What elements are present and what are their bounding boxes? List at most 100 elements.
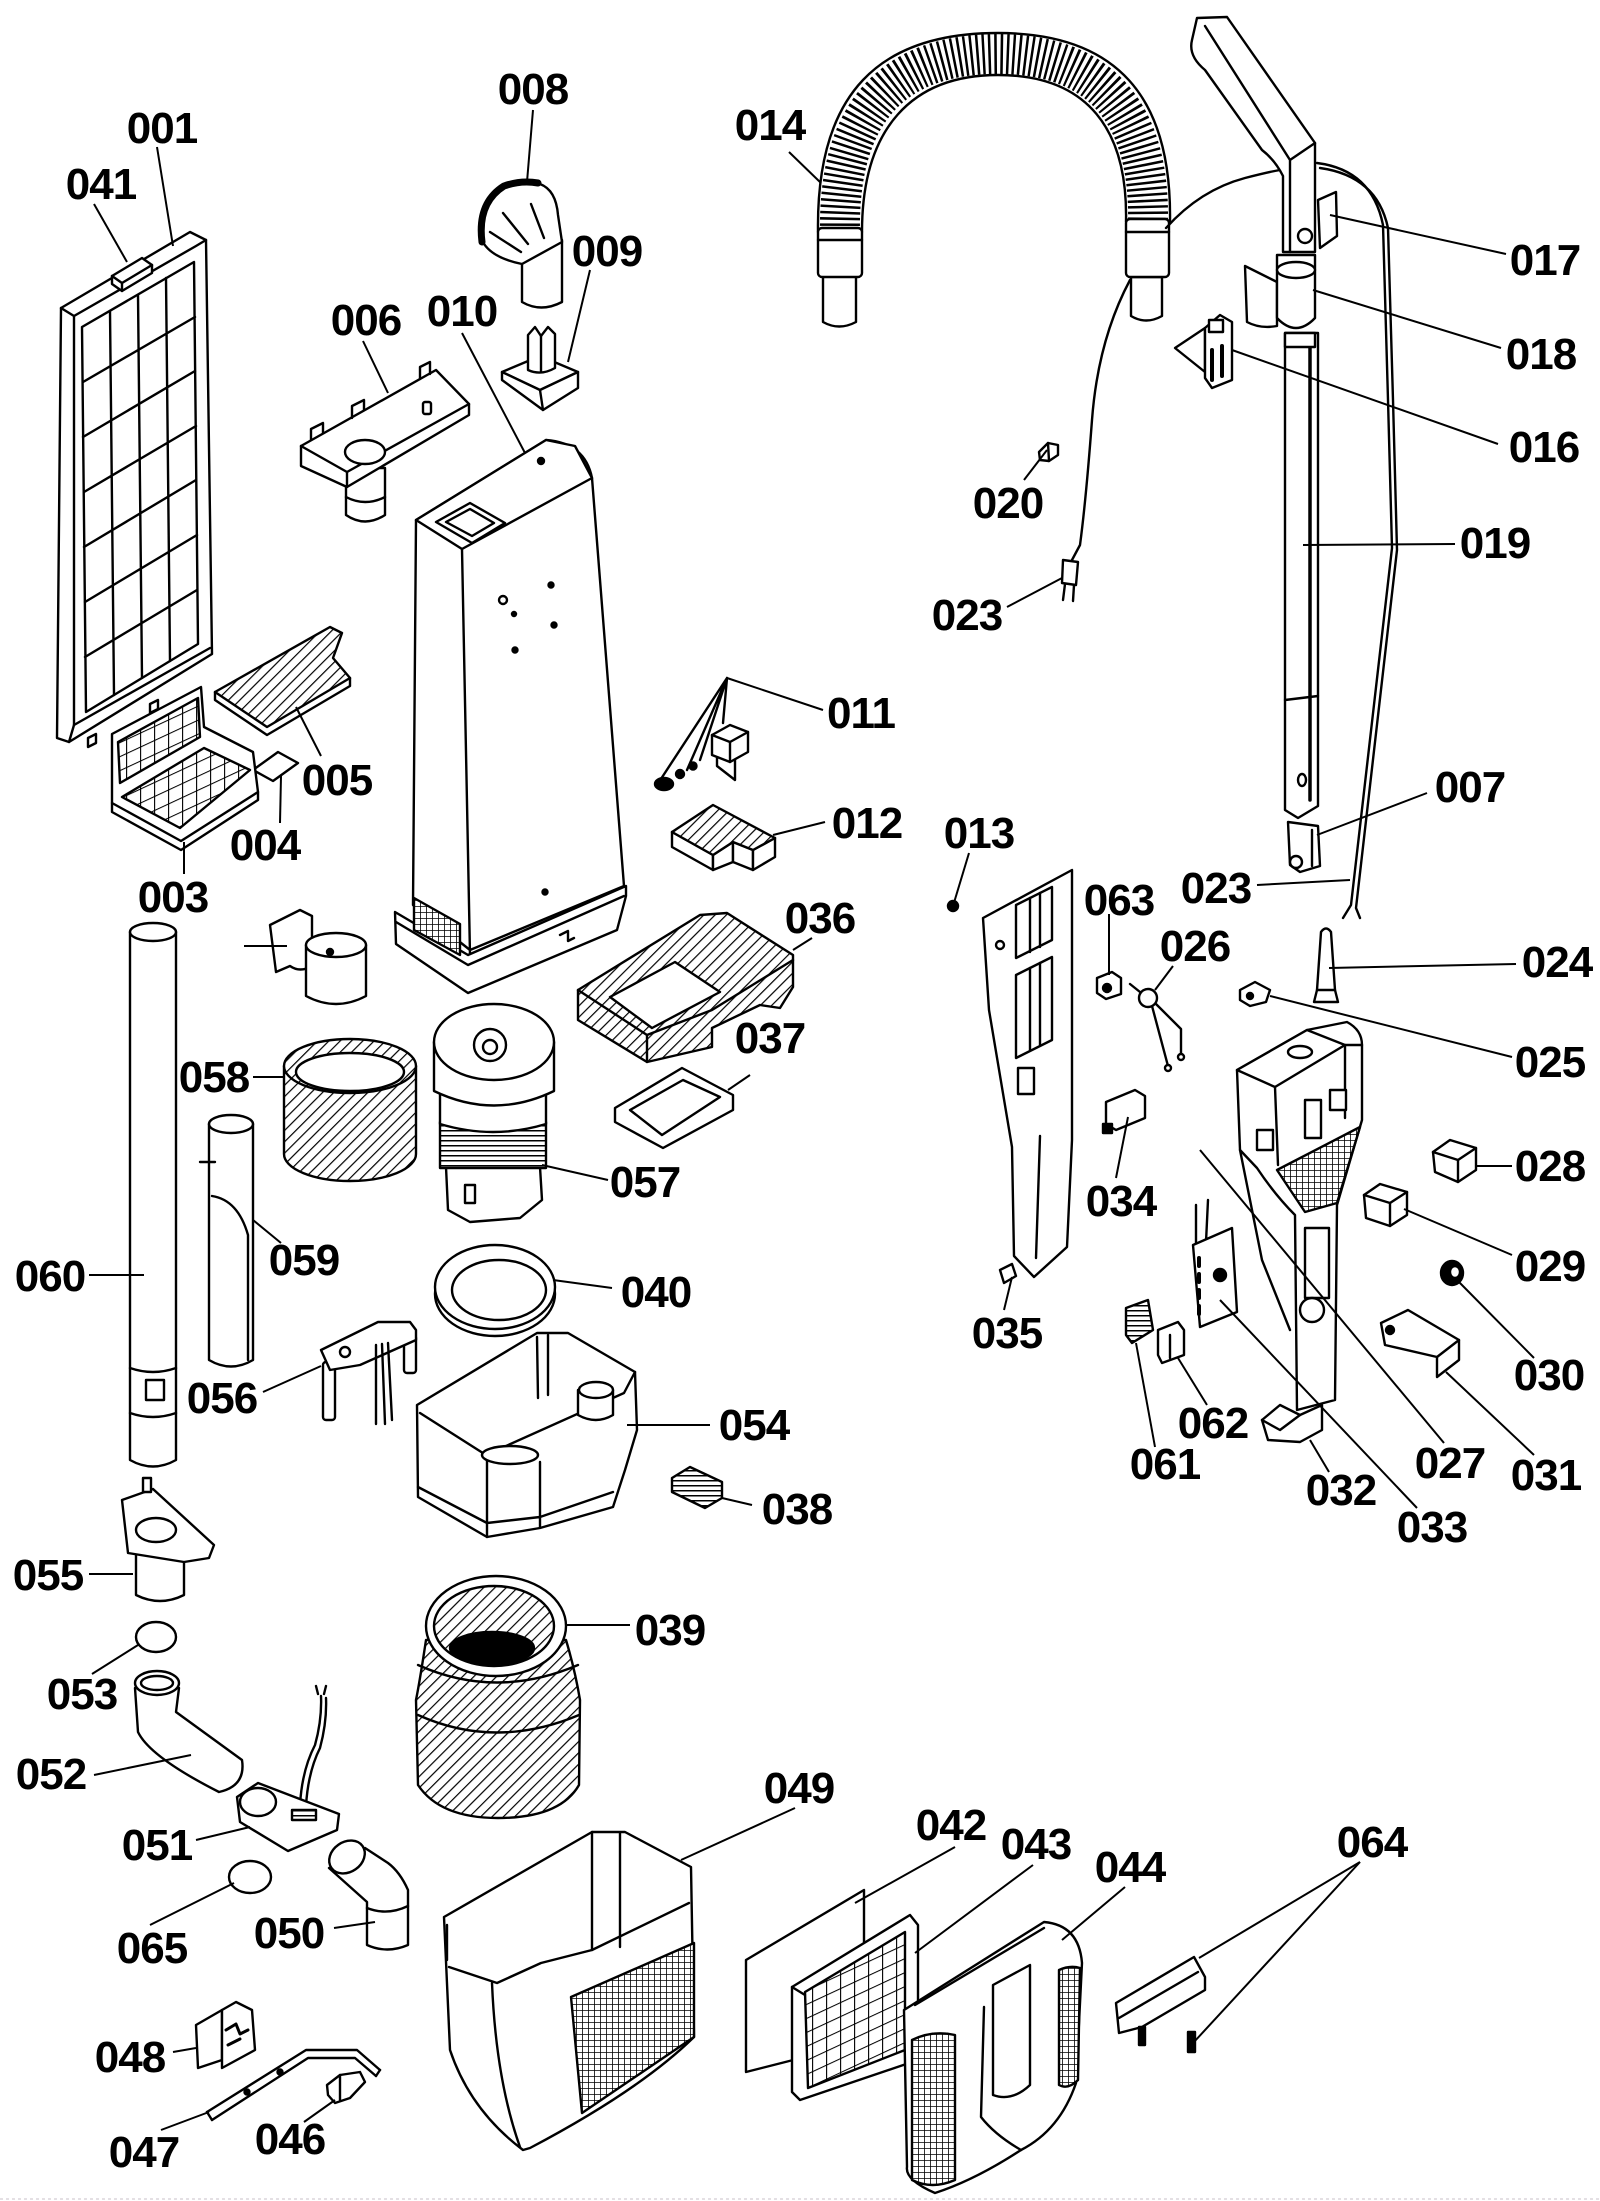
- part-023-power-cord: [1060, 168, 1282, 603]
- part-052-elbow-tube: [133, 1669, 244, 1794]
- part-009-accessory-holder: [500, 325, 580, 412]
- callout-label: 023: [932, 591, 1002, 640]
- callout-label: 025: [1515, 1038, 1586, 1087]
- leader-line-030: [1457, 1280, 1535, 1359]
- leader-line-049: [680, 1807, 796, 1861]
- leader-line-004: [279, 775, 282, 824]
- part-043-filter-grille: [790, 1913, 920, 2102]
- callout-label: 049: [764, 1764, 834, 1813]
- part-005-filter-pad: [213, 625, 352, 737]
- callout-label: 055: [13, 1551, 84, 1600]
- part-008-dusting-brush: [477, 178, 564, 309]
- part-048-latch-housing: [194, 2000, 257, 2070]
- callout-label: 054: [719, 1401, 791, 1450]
- leader-line-023-lower: [1256, 879, 1351, 886]
- leader-line-043: [914, 1864, 1034, 1954]
- leader-line-017: [1329, 214, 1507, 255]
- leader-line-031: [1445, 1371, 1535, 1456]
- part-034-switch-cover: [1101, 1088, 1147, 1135]
- callout-label: 043: [1001, 1820, 1071, 1869]
- leader-line-040: [552, 1279, 613, 1289]
- part-004-small-filter: [251, 750, 300, 783]
- callout-label: 065: [117, 1924, 188, 1973]
- part-053-o-ring: [134, 1620, 178, 1654]
- callout-label: 012: [832, 799, 902, 848]
- part-018-cord-hook: [1243, 253, 1317, 330]
- part-041-latch-tab: [110, 256, 154, 293]
- callout-label: 039: [635, 1606, 705, 1655]
- leader-line-038: [721, 1497, 753, 1506]
- part-026-thermal-switch: [1128, 982, 1186, 1073]
- leader-line-046: [303, 2099, 336, 2123]
- part-holder-bracket: [268, 908, 368, 1006]
- leader-line-056: [262, 1365, 322, 1393]
- leader-line-012: [772, 821, 826, 836]
- callout-label: 051: [122, 1821, 193, 1870]
- callout-label: 028: [1515, 1142, 1586, 1191]
- part-060-extension-tube: [128, 921, 178, 1468]
- part-handle-grip: [1190, 15, 1317, 254]
- callout-label: 011: [827, 689, 896, 738]
- callout-label: 037: [735, 1014, 805, 1063]
- callout-label: 044: [1095, 1843, 1167, 1892]
- part-010-main-housing: [393, 438, 628, 995]
- leader-line-005: [295, 706, 322, 757]
- leader-line-059: [252, 1219, 282, 1244]
- leader-line-010: [461, 332, 526, 454]
- part-029-switch: [1362, 1182, 1409, 1228]
- part-055-tube-holder: [120, 1476, 216, 1603]
- part-003-filter-basket: [110, 685, 260, 852]
- callout-label: 008: [498, 65, 569, 114]
- leader-line-007: [1316, 792, 1428, 836]
- callout-label: 010: [427, 287, 497, 336]
- callout-label: 032: [1306, 1466, 1376, 1515]
- callout-label: 017: [1510, 236, 1580, 285]
- leader-line-036: [792, 937, 813, 951]
- leader-line-006: [362, 340, 389, 394]
- callout-label: 057: [610, 1158, 680, 1207]
- callout-label: 052: [16, 1750, 86, 1799]
- callout-label: 064: [1337, 1818, 1409, 1867]
- leader-line-027: [1199, 1149, 1445, 1444]
- part-057-motor: [432, 1002, 556, 1224]
- leader-line-065: [149, 1882, 235, 1926]
- part-036-exhaust-filter-tray: [576, 911, 795, 1064]
- leader-line-041: [93, 203, 128, 263]
- callout-label: 005: [302, 756, 373, 805]
- leader-line-051: [195, 1826, 251, 1841]
- leader-line-008: [526, 109, 534, 183]
- part-065-o-ring: [227, 1859, 273, 1895]
- callout-label: 014: [735, 101, 807, 150]
- callout-label: 013: [944, 809, 1014, 858]
- callout-label: 063: [1084, 876, 1154, 925]
- part-064-cover-latch: [1114, 1955, 1207, 2054]
- part-039-cloth-filter: [414, 1574, 582, 1820]
- leader-line-025: [1269, 995, 1513, 1058]
- callout-label: 009: [572, 227, 642, 276]
- part-017-handle-clip: [1296, 190, 1339, 250]
- leader-line-032: [1309, 1439, 1330, 1473]
- callout-label: 042: [916, 1801, 986, 1850]
- part-051-valve-base: [235, 1684, 341, 1853]
- leader-line-062: [1177, 1357, 1208, 1406]
- leader-line-050: [333, 1921, 376, 1929]
- leader-line-014: [788, 151, 822, 184]
- callout-label: 041: [66, 160, 137, 209]
- leader-line-064a: [1198, 1861, 1361, 1959]
- callout-label: 053: [47, 1670, 117, 1719]
- callout-label: 036: [785, 894, 855, 943]
- callout-label: 031: [1511, 1451, 1582, 1500]
- part-031-bracket: [1379, 1308, 1461, 1379]
- part-011-cord-assembly: [653, 676, 750, 792]
- callout-label: 024: [1522, 938, 1594, 987]
- callout-label: 027: [1415, 1439, 1485, 1488]
- leader-line-023: [1006, 577, 1063, 608]
- callout-label: 026: [1160, 922, 1230, 971]
- part-014-flexible-hose: [816, 31, 1172, 328]
- part-016-switch-bracket: [1173, 313, 1234, 390]
- leader-line-044: [1061, 1886, 1126, 1941]
- callout-label: 003: [138, 873, 208, 922]
- leader-line-024: [1328, 963, 1517, 969]
- part-058-cylinder-filter: [282, 1037, 418, 1183]
- part-062-connector: [1156, 1320, 1186, 1365]
